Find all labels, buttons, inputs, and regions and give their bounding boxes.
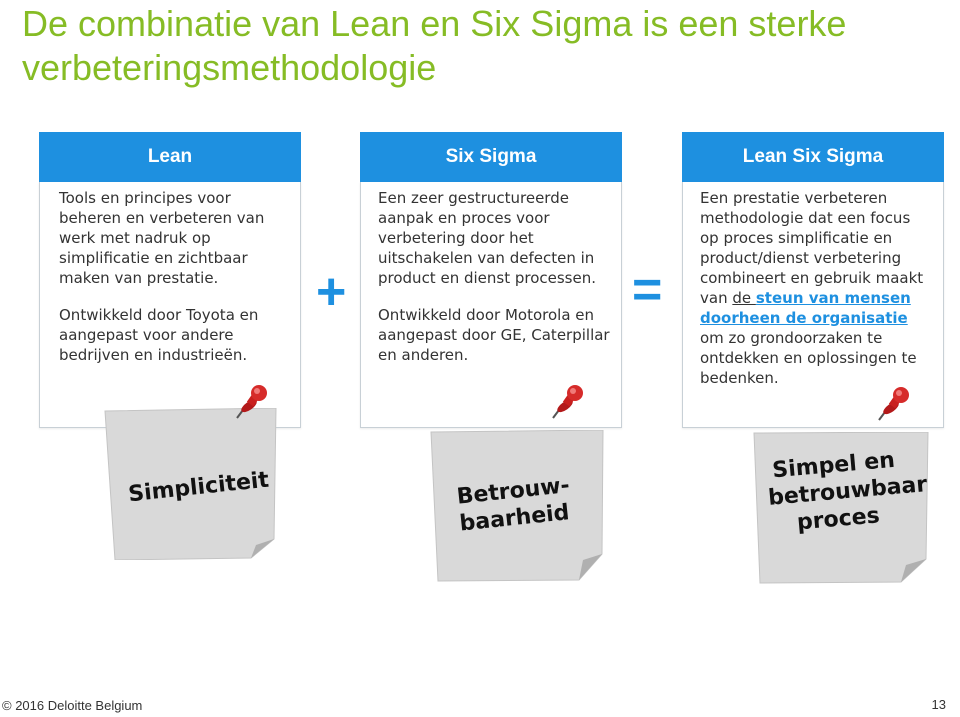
footer-copyright: © 2016 Deloitte Belgium bbox=[2, 698, 143, 713]
lean-six-sigma-text-before: Een prestatie verbeteren methodologie da… bbox=[700, 189, 924, 307]
six-sigma-paragraph-1: Een zeer gestructureerde aanpak en proce… bbox=[378, 189, 596, 287]
six-sigma-card-text: Een zeer gestructureerde aanpak en proce… bbox=[378, 188, 610, 382]
pushpin-icon bbox=[552, 385, 583, 419]
six-sigma-card-header: Six Sigma bbox=[360, 132, 622, 182]
sticky-note-simpel-proces bbox=[753, 432, 929, 584]
lean-card-text: Tools en principes voor beheren en verbe… bbox=[59, 188, 289, 382]
lean-six-sigma-card-text: Een prestatie verbeteren methodologie da… bbox=[700, 188, 932, 405]
lean-six-sigma-card-body bbox=[682, 182, 944, 428]
page-title: De combinatie van Lean en Six Sigma is e… bbox=[22, 3, 847, 88]
plus-operator: + bbox=[316, 263, 347, 321]
pushpin-icon bbox=[236, 385, 267, 419]
lean-six-sigma-link[interactable]: steun van mensen doorheen de organisatie bbox=[700, 289, 911, 327]
lean-six-sigma-link-lead: de bbox=[732, 289, 756, 307]
equals-operator: = bbox=[632, 261, 663, 319]
lean-six-sigma-card-header: Lean Six Sigma bbox=[682, 132, 944, 182]
lean-card-header: Lean bbox=[39, 132, 301, 182]
note-label-simpel-proces: Simpel en betrouwbaar proces bbox=[765, 446, 928, 539]
lean-card: Lean Tools en principes voor beheren en … bbox=[39, 132, 301, 428]
six-sigma-paragraph-2: Ontwikkeld door Motorola en aangepast do… bbox=[378, 306, 610, 364]
lean-six-sigma-text-after: om zo grondoorzaken te ontdekken en oplo… bbox=[700, 329, 917, 387]
pushpin-icon bbox=[878, 387, 909, 421]
lean-six-sigma-card: Lean Six Sigma Een prestatie verbeteren … bbox=[682, 132, 944, 428]
note-label-betrouwbaarheid: Betrouw- baarheid bbox=[455, 472, 571, 537]
lean-paragraph-2: Ontwikkeld door Toyota en aangepast voor… bbox=[59, 306, 259, 364]
lean-paragraph-1: Tools en principes voor beheren en verbe… bbox=[59, 189, 265, 287]
page-number: 13 bbox=[931, 697, 946, 712]
sticky-note-betrouwbaarheid bbox=[430, 430, 604, 582]
